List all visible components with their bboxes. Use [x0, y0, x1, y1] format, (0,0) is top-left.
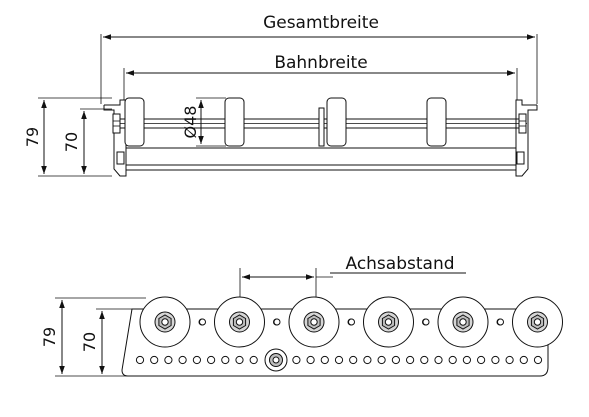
rail-hole	[164, 355, 173, 365]
side-height-79-label: 79	[40, 327, 59, 347]
rail-hole	[221, 355, 230, 365]
rail-hole	[391, 355, 400, 365]
rail-hole	[349, 355, 358, 365]
side-holes	[135, 355, 543, 365]
top-roller	[224, 97, 245, 147]
axle-spacing-label: Achsabstand	[345, 254, 454, 274]
rail-hole	[235, 355, 244, 365]
diameter-label: Ø48	[181, 106, 200, 139]
side-wheel	[139, 296, 206, 348]
side-view: Achsabstand 79 70	[40, 254, 563, 377]
side-wheel	[273, 296, 355, 348]
side-height-70-label: 70	[80, 332, 99, 352]
rail-hole	[150, 355, 159, 365]
track-width-label: Bahnbreite	[274, 53, 367, 73]
rail-hole	[448, 355, 457, 365]
center-spacer	[318, 107, 325, 147]
top-roller	[326, 97, 347, 147]
side-height-dimensions: 79 70	[40, 297, 146, 377]
side-wheels	[139, 296, 563, 348]
side-wheel	[497, 296, 563, 348]
rail-hole	[491, 355, 500, 365]
side-wheel	[348, 296, 429, 348]
track-width-dimension: Bahnbreite	[123, 53, 518, 100]
top-roller	[124, 97, 145, 147]
diameter-dimension: Ø48	[181, 97, 226, 147]
rail-hole	[363, 355, 372, 365]
rail-hole	[505, 355, 514, 365]
frame-profile	[103, 99, 538, 177]
rail-hole	[306, 355, 315, 365]
rail-hole	[207, 355, 216, 365]
axle-spacing-dimension: Achsabstand	[239, 254, 466, 297]
rail-hole	[377, 355, 386, 365]
rail-hole	[192, 355, 201, 365]
top-height-dimensions: 79 70	[23, 97, 112, 177]
rail-hole	[292, 355, 301, 365]
bracket-hole	[264, 348, 288, 372]
rail-hole	[249, 355, 258, 365]
rail-hole	[477, 355, 486, 365]
rail-hole	[533, 355, 543, 365]
top-rollers	[124, 97, 447, 147]
rail-hole	[420, 355, 429, 365]
side-wheel	[422, 296, 504, 348]
top-height-79-label: 79	[23, 127, 42, 147]
top-roller	[426, 97, 447, 147]
rail-hole	[178, 355, 187, 365]
side-wheel	[199, 296, 280, 348]
rail-hole	[462, 355, 471, 365]
rail-hole	[406, 355, 415, 365]
rail-hole	[135, 355, 145, 365]
top-view: Gesamtbreite Bahnbreite 79 70	[23, 13, 538, 177]
overall-width-dimension: Gesamtbreite	[100, 13, 538, 104]
rail-hole	[320, 355, 329, 365]
rail-hole	[334, 355, 344, 365]
overall-width-label: Gesamtbreite	[263, 13, 379, 33]
top-height-70-label: 70	[62, 132, 81, 152]
rail-hole	[519, 355, 528, 365]
rail-hole	[434, 355, 443, 365]
